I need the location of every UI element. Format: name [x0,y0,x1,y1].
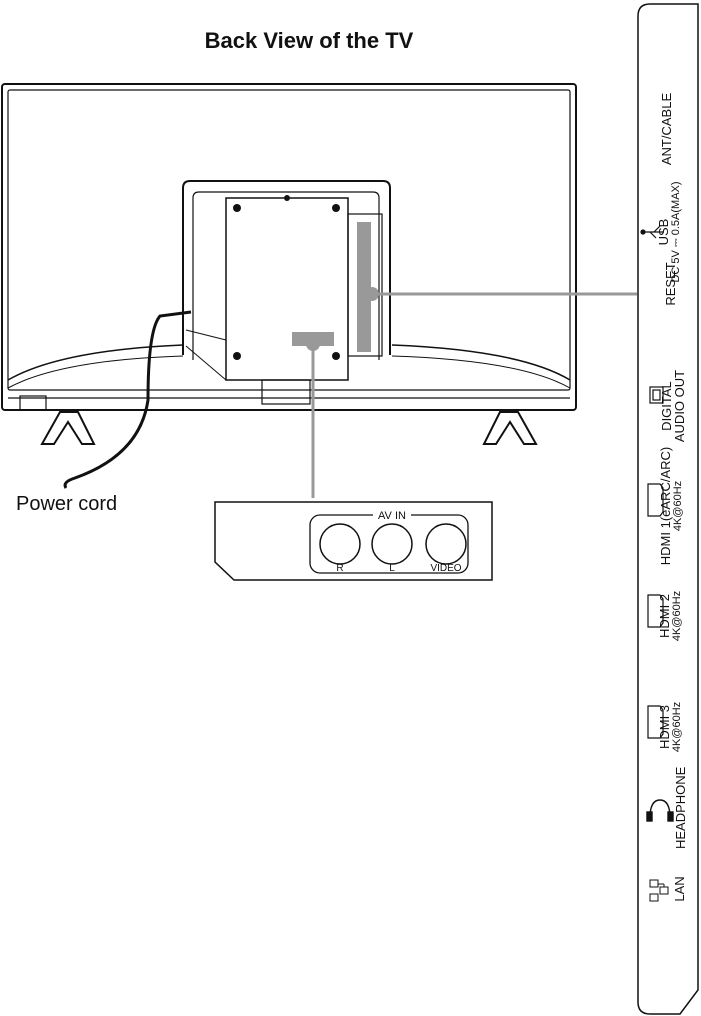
tv-stands [40,411,538,445]
port-label-headphone: HEADPHONE [673,766,688,849]
side-callout-dot [365,287,379,301]
av-jack-label: R [336,563,343,574]
hdmi-port-icon [647,483,664,739]
port-label-ant-cable: ANT/CABLE [659,92,674,166]
port-label-hdmi-1: HDMI 1(eARC/ARC) 4K@60Hz [658,446,684,566]
av-in-heading: AV IN [378,510,406,522]
port-label-digital-audio-out: DIGITAL AUDIO OUT [659,369,687,443]
av-jack-video [425,523,467,565]
rear-mount-housing [19,180,391,411]
av-jack-l [371,523,413,565]
side-terminal-highlight [357,222,371,352]
lan-icon [649,879,669,902]
av-jack-r [319,523,361,565]
av-jack-label: VIDEO [430,563,461,574]
power-cord-label: Power cord [16,493,118,515]
usb-icon [640,225,664,239]
port-label-lan: LAN [672,876,687,902]
power-cord [63,310,192,489]
headphone-icon [646,799,674,822]
port-label-hdmi-3: HDMI 3 4K@60Hz [657,701,683,753]
optical-port-icon [649,386,664,404]
screw-holes [233,195,340,360]
port-label-reset: RESET [663,262,678,306]
side-port-panel [637,3,699,1015]
diagram-title: Back View of the TV [204,28,414,53]
av-in-panel: AV IN R L VIDEO [214,501,493,581]
port-label-hdmi-2: HDMI 2 4K@60Hz [657,590,683,642]
av-callout-dot [306,337,320,351]
av-jack-label: L [389,563,395,574]
tv-body [1,83,577,411]
